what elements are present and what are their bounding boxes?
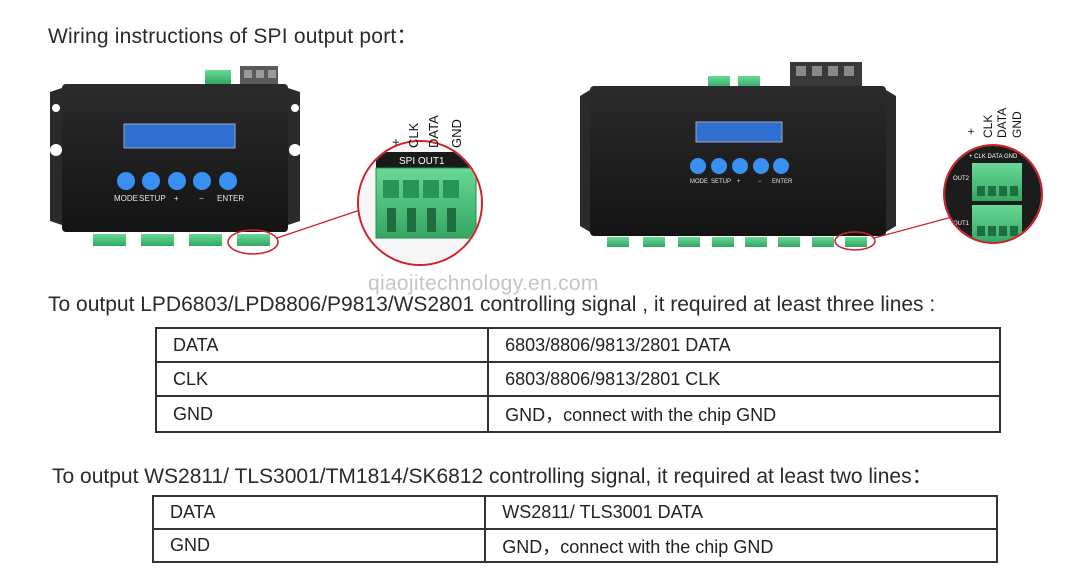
line-desc: GND，connect with the chip GND bbox=[484, 528, 998, 563]
right-lcd-screen bbox=[695, 121, 783, 143]
svg-text:OUT2: OUT2 bbox=[953, 176, 970, 182]
lcd-screen bbox=[123, 123, 236, 149]
svg-text:−: − bbox=[758, 179, 762, 185]
watermark: qiaojitechnology.en.com bbox=[368, 272, 599, 295]
minus-button bbox=[193, 172, 211, 190]
line-name: CLK bbox=[154, 361, 490, 397]
enter-label: ENTER bbox=[217, 194, 244, 203]
svg-text:MODE: MODE bbox=[690, 179, 708, 185]
svg-text:DATA: DATA bbox=[995, 108, 1009, 138]
mode-label: MODE bbox=[114, 194, 138, 203]
spi-out-terminal bbox=[237, 234, 270, 246]
right-spi-out-terminal bbox=[845, 237, 867, 247]
page-heading: Wiring instructions of SPI output port： bbox=[48, 25, 418, 48]
highlight-ellipse bbox=[227, 229, 279, 255]
right-zoom-header: + CLK DATA GND bbox=[969, 154, 1018, 160]
pin-gnd-label: GND bbox=[449, 119, 464, 148]
line-name: GND bbox=[151, 528, 487, 563]
right-highlight-ellipse bbox=[834, 231, 876, 251]
pin-data-label: DATA bbox=[426, 115, 441, 148]
top-green-terminal bbox=[205, 70, 231, 84]
svg-text:OUT1: OUT1 bbox=[953, 221, 970, 227]
table-row: GND GND，connect with the chip GND bbox=[154, 395, 1001, 433]
line-desc: GND，connect with the chip GND bbox=[487, 395, 1001, 433]
enter-button bbox=[219, 172, 237, 190]
line-desc: 6803/8806/9813/2801 DATA bbox=[487, 327, 1001, 363]
svg-text:GND: GND bbox=[1010, 111, 1024, 138]
plus-button bbox=[168, 172, 186, 190]
table-row: GND GND，connect with the chip GND bbox=[151, 528, 998, 563]
pin-clk-label: CLK bbox=[406, 122, 421, 148]
table-row: DATA WS2811/ TLS3001 DATA bbox=[151, 495, 998, 530]
svg-text:+: + bbox=[964, 128, 978, 135]
wiring-illustration: MODE SETUP + − ENTER SPI OUT1 bbox=[50, 62, 1043, 266]
mode-button bbox=[117, 172, 135, 190]
svg-text:+: + bbox=[737, 179, 741, 185]
section2-title: To output WS2811/ TLS3001/TM1814/SK6812 … bbox=[52, 465, 933, 488]
section1-title: To output LPD6803/LPD8806/P9813/WS2801 c… bbox=[48, 293, 936, 316]
minus-label: − bbox=[199, 194, 204, 203]
svg-text:CLK: CLK bbox=[981, 115, 995, 138]
section2-table: DATA WS2811/ TLS3001 DATA GND GND，connec… bbox=[151, 495, 998, 563]
line-name: GND bbox=[154, 395, 490, 433]
section1-table: DATA 6803/8806/9813/2801 DATA CLK 6803/8… bbox=[154, 327, 1001, 433]
setup-label: SETUP bbox=[139, 194, 166, 203]
left-device-body bbox=[62, 84, 288, 232]
line-desc: WS2811/ TLS3001 DATA bbox=[484, 495, 998, 530]
line-name: DATA bbox=[154, 327, 490, 363]
line-desc: 6803/8806/9813/2801 CLK bbox=[487, 361, 1001, 397]
svg-text:SETUP: SETUP bbox=[711, 179, 731, 185]
svg-text:ENTER: ENTER bbox=[772, 179, 793, 185]
setup-button bbox=[142, 172, 160, 190]
left-controller-device: MODE SETUP + − ENTER bbox=[50, 66, 361, 255]
right-controller-device: MODE SETUP + − ENTER bbox=[580, 62, 953, 251]
table-row: DATA 6803/8806/9813/2801 DATA bbox=[154, 327, 1001, 363]
right-zoom-detail: + CLK DATA GND OUT2 OUT1 bbox=[943, 144, 1043, 244]
line-name: DATA bbox=[151, 495, 487, 530]
plus-label: + bbox=[174, 194, 179, 203]
pin-plus-label: + bbox=[388, 138, 403, 146]
left-zoom-detail: SPI OUT1 bbox=[357, 140, 483, 266]
spi-out1-label: SPI OUT1 bbox=[399, 156, 445, 167]
table-row: CLK 6803/8806/9813/2801 CLK bbox=[154, 361, 1001, 397]
